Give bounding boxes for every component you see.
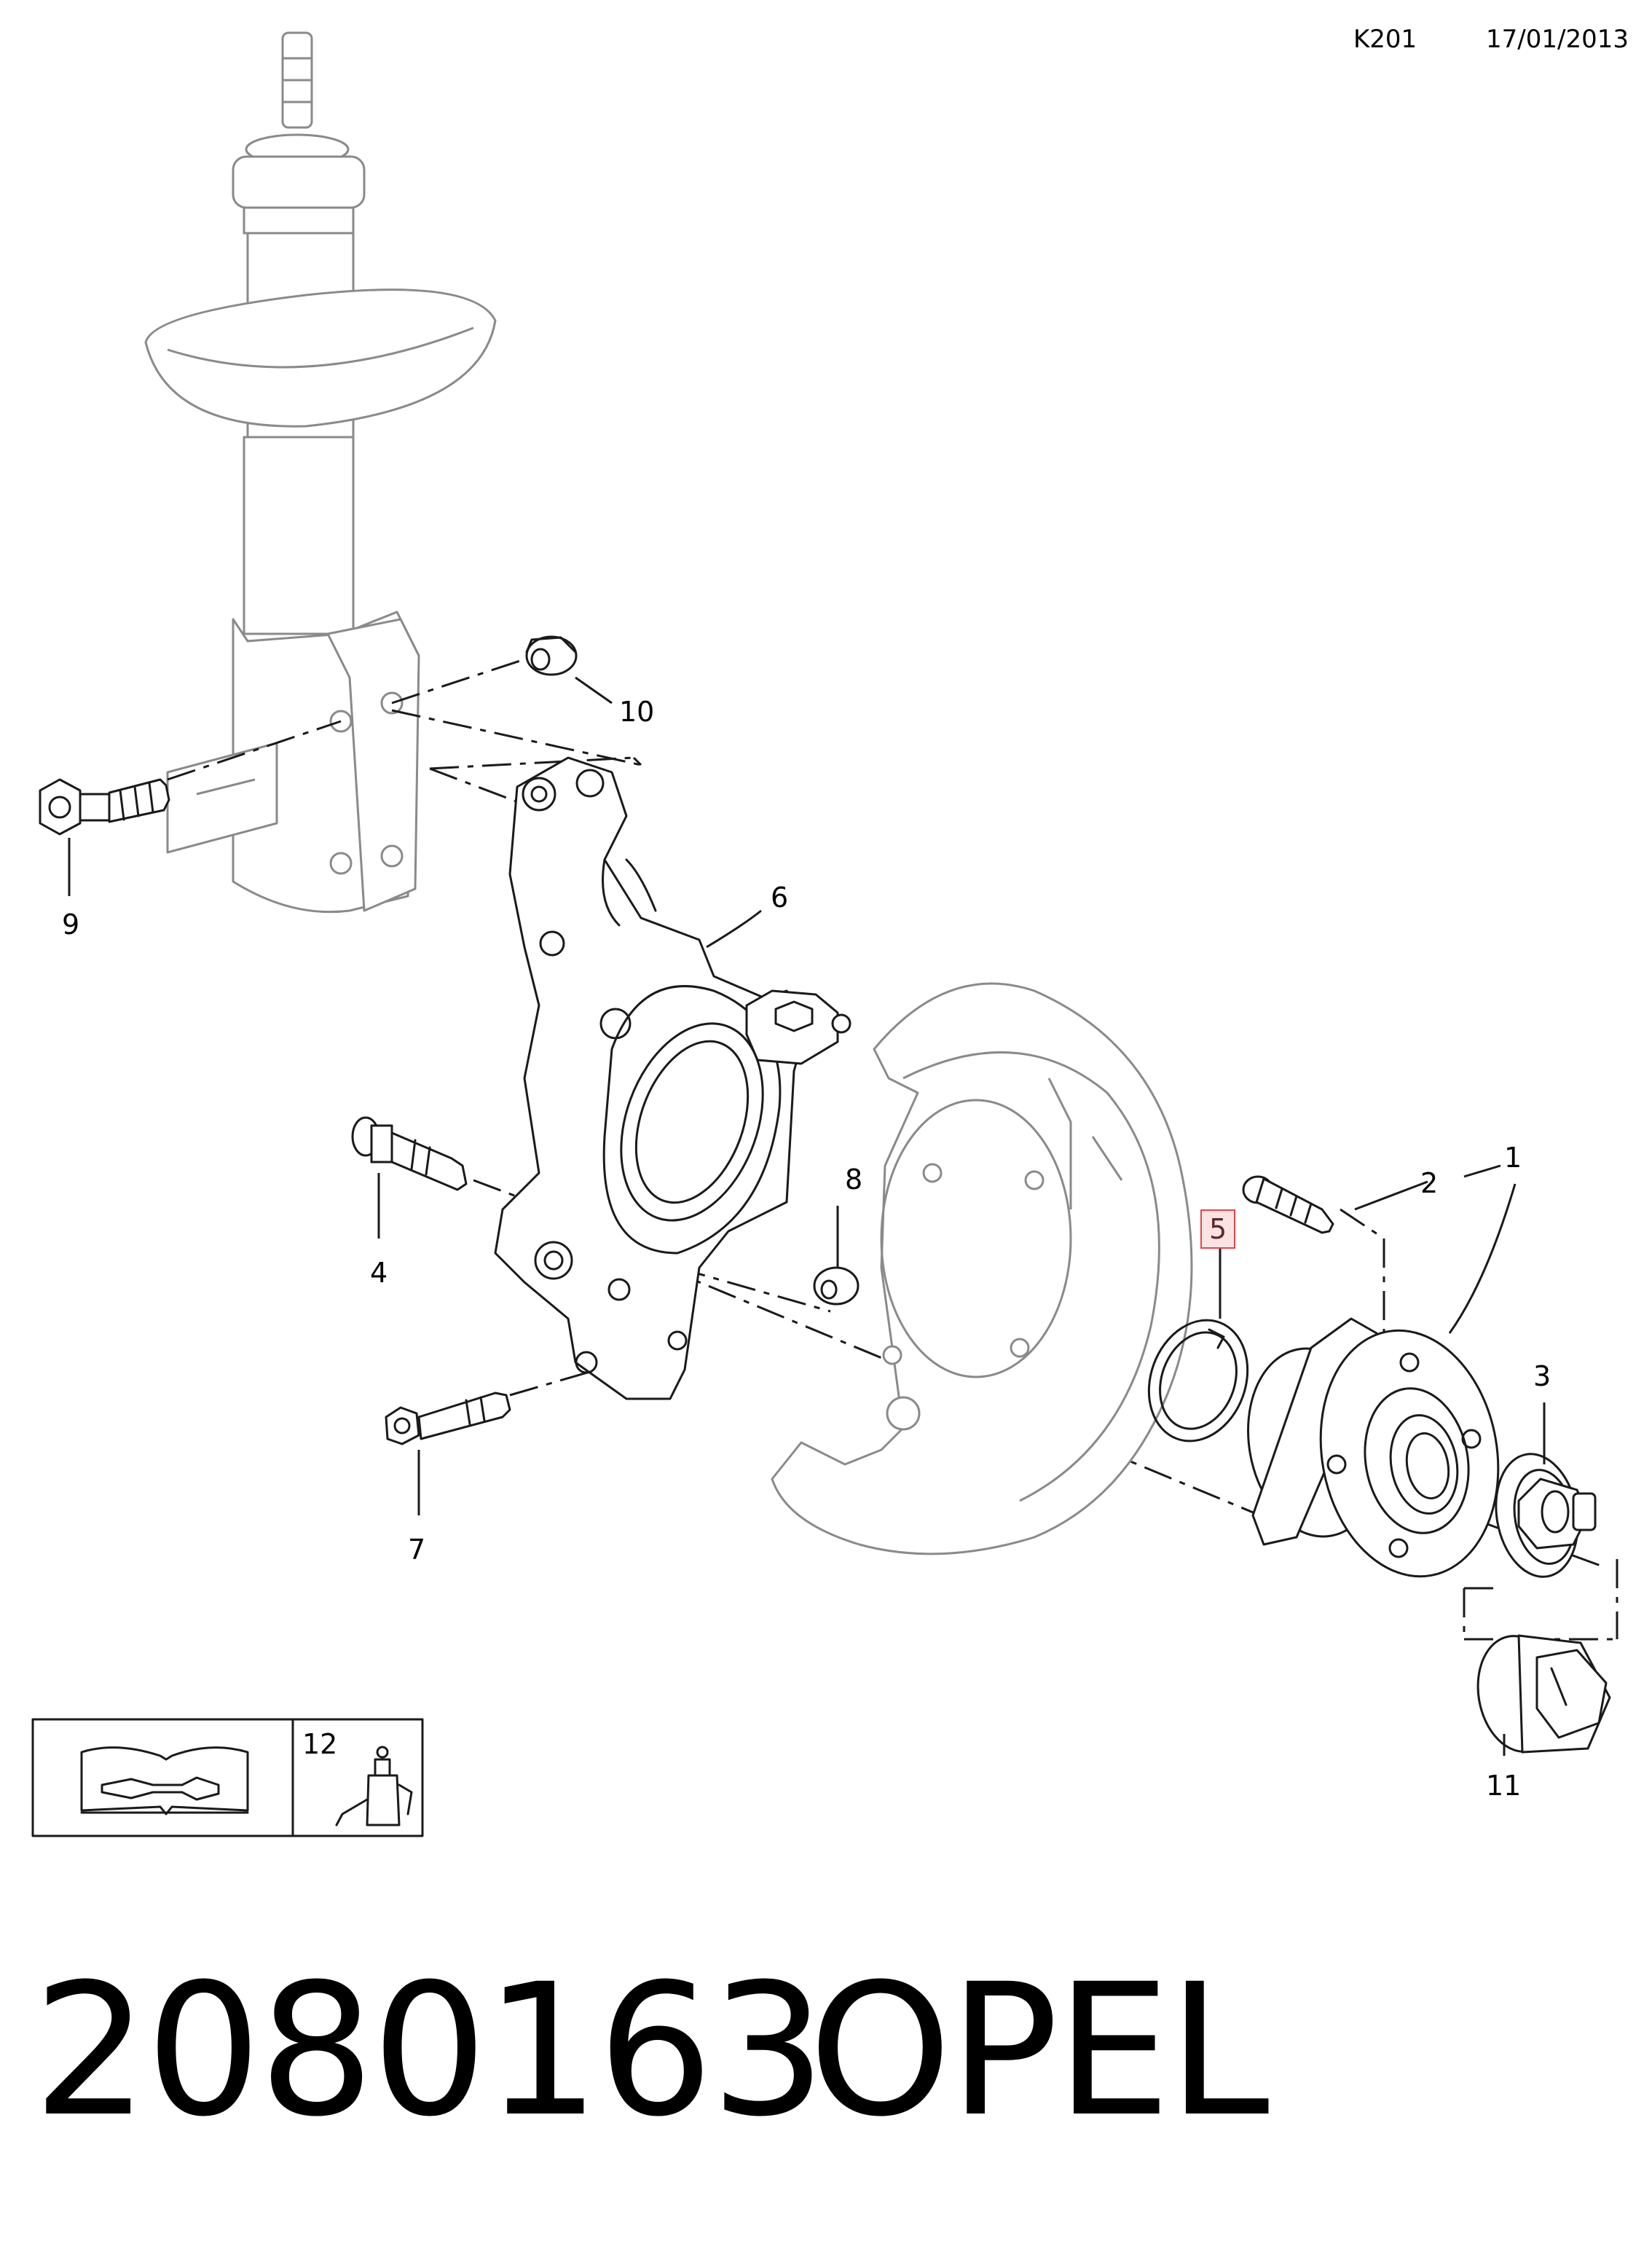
callout-7[interactable]: 7 (408, 1534, 426, 1566)
shock-absorber-strut (144, 31, 497, 914)
callout-2[interactable]: 2 (1420, 1167, 1439, 1199)
nut-8 (813, 1266, 860, 1306)
bolt-9 (39, 778, 170, 836)
callout-11[interactable]: 11 (1486, 1770, 1522, 1802)
lubricant-bottle-icon (335, 1746, 413, 1826)
callout-6[interactable]: 6 (771, 882, 789, 914)
bolt-7 (385, 1392, 511, 1445)
brake-dust-shield (771, 982, 1193, 1555)
callout-4[interactable]: 4 (370, 1257, 388, 1289)
callout-12[interactable]: 12 (302, 1728, 338, 1760)
diagram-code: K201 (1353, 25, 1417, 54)
wheel-hub-1 (1247, 1317, 1500, 1578)
bolt-4 (351, 1116, 468, 1191)
callout-9[interactable]: 9 (62, 908, 80, 941)
diagram-date: 17/01/2013 (1486, 25, 1629, 54)
workshop-manual-icon (80, 1746, 249, 1816)
hub-nut-3 (1495, 1453, 1597, 1578)
sensor-ring-5 (1147, 1319, 1249, 1443)
callout-3[interactable]: 3 (1533, 1360, 1551, 1392)
leader-lines (68, 676, 1546, 1756)
part-number: 2080163 (33, 1944, 826, 2156)
callout-5[interactable]: 5 (1200, 1209, 1236, 1249)
callout-10[interactable]: 10 (619, 696, 655, 728)
callout-8[interactable]: 8 (845, 1163, 863, 1196)
legend-box (31, 1718, 424, 1837)
nut-10 (525, 635, 578, 676)
callout-1[interactable]: 1 (1504, 1142, 1522, 1174)
brand-name: OPEL (809, 1944, 1270, 2156)
steering-knuckle-6 (494, 756, 851, 1400)
hub-cap-11 (1476, 1634, 1611, 1754)
wheel-stud-2 (1242, 1175, 1334, 1234)
